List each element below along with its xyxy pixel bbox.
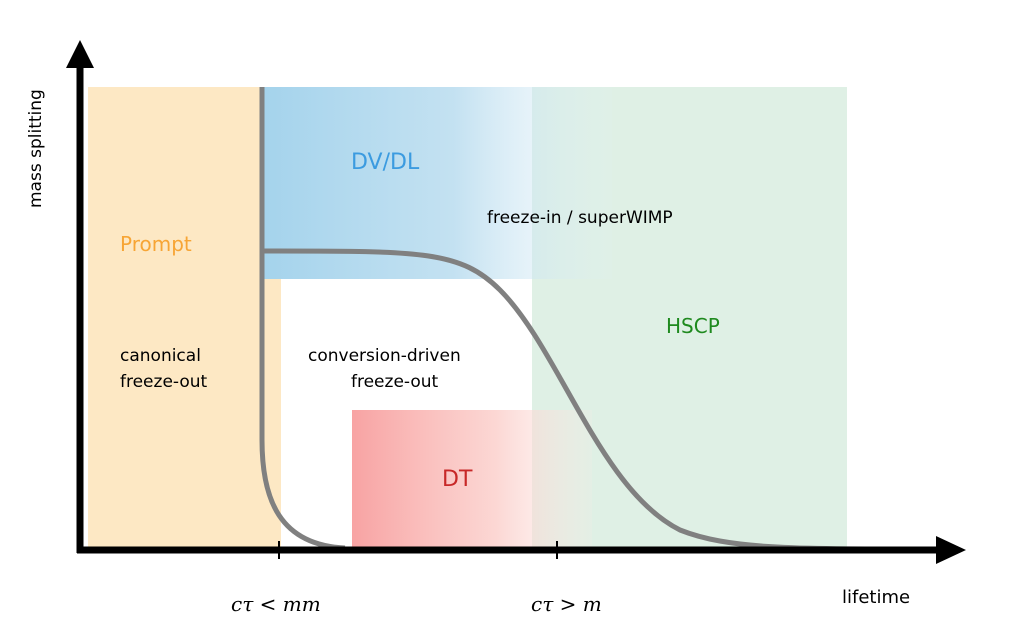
prompt-region — [88, 87, 281, 547]
conversion-label-line1: conversion-driven — [308, 346, 461, 366]
x-tick-label-1: cτ < mm — [231, 592, 321, 616]
hscp-label: HSCP — [666, 314, 720, 338]
dt-label: DT — [442, 467, 473, 492]
dvdl-label: DV/DL — [351, 150, 420, 175]
x-axis-label: lifetime — [842, 587, 910, 608]
conversion-label-line2: freeze-out — [351, 372, 439, 392]
canonical-label-line2: freeze-out — [120, 372, 208, 392]
y-axis-arrowhead — [66, 40, 94, 68]
prompt-label: Prompt — [120, 232, 192, 256]
x-axis-arrowhead — [936, 536, 966, 564]
y-axis-label: mass splitting — [26, 89, 46, 208]
freeze-in-label: freeze-in / superWIMP — [487, 208, 673, 228]
dt-region — [352, 410, 592, 547]
canonical-label-line1: canonical — [120, 346, 201, 366]
dvdl-region — [262, 87, 612, 279]
x-tick-label-2: cτ > m — [531, 592, 602, 616]
boundary-vertical-line — [259, 87, 346, 551]
